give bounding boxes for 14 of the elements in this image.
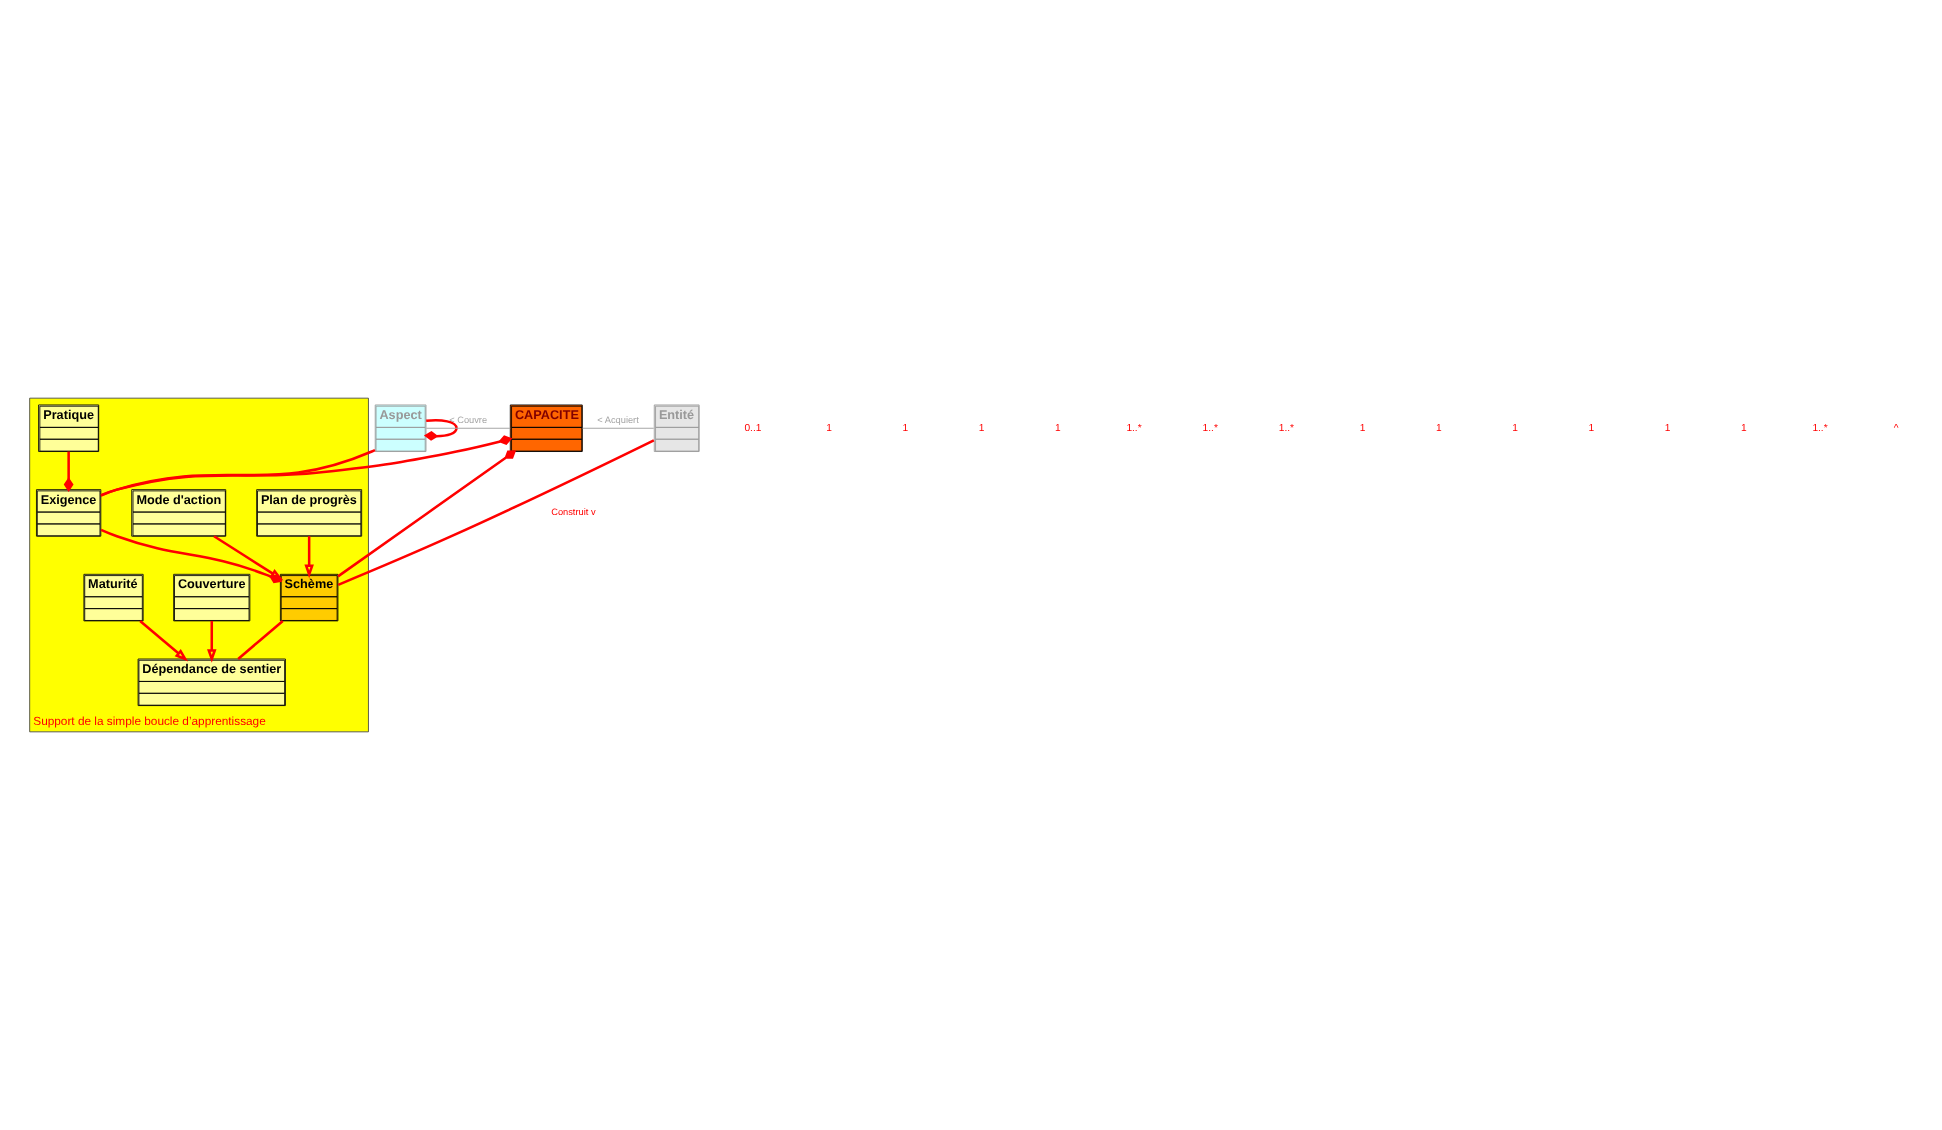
connector [337,439,655,586]
connector [582,427,655,429]
connector [337,450,517,578]
connector [237,619,284,660]
connector [63,451,74,492]
arrow [213,535,284,581]
connector [100,435,513,497]
connector [100,528,283,584]
arrow [139,619,189,662]
arrow [304,536,314,579]
arrow [207,620,217,663]
connector [423,419,458,441]
connector [100,448,376,497]
connector [425,427,511,429]
